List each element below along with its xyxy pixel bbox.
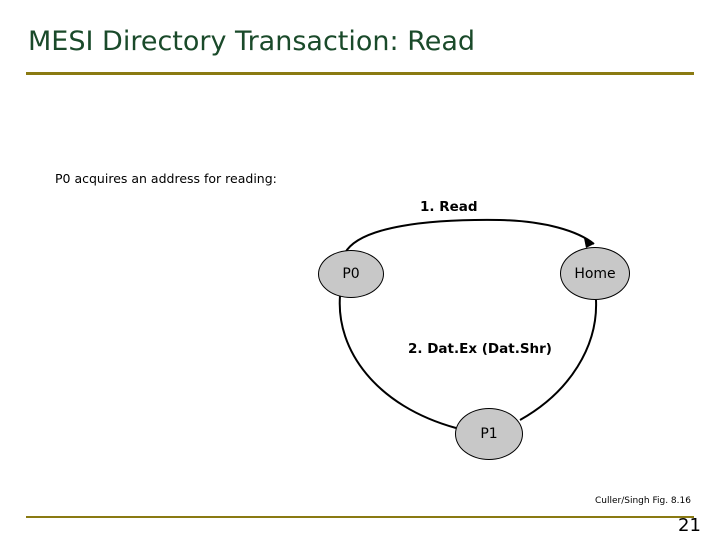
edge-label-read: 1. Read: [420, 199, 478, 215]
edge-label-datex: 2. Dat.Ex (Dat.Shr): [408, 341, 552, 357]
node-p0: P0: [318, 250, 384, 298]
node-home-label: Home: [574, 265, 616, 282]
title-divider: [26, 72, 694, 75]
node-p1: P1: [455, 408, 523, 460]
node-p1-label: P1: [480, 426, 498, 442]
page-number: 21: [678, 515, 701, 536]
node-home: Home: [560, 247, 630, 300]
caption-text: P0 acquires an address for reading:: [55, 171, 277, 186]
bottom-divider: [26, 516, 694, 518]
node-p0-label: P0: [342, 266, 360, 282]
page-title: MESI Directory Transaction: Read: [28, 26, 476, 57]
figure-credit: Culler/Singh Fig. 8.16: [595, 496, 691, 506]
